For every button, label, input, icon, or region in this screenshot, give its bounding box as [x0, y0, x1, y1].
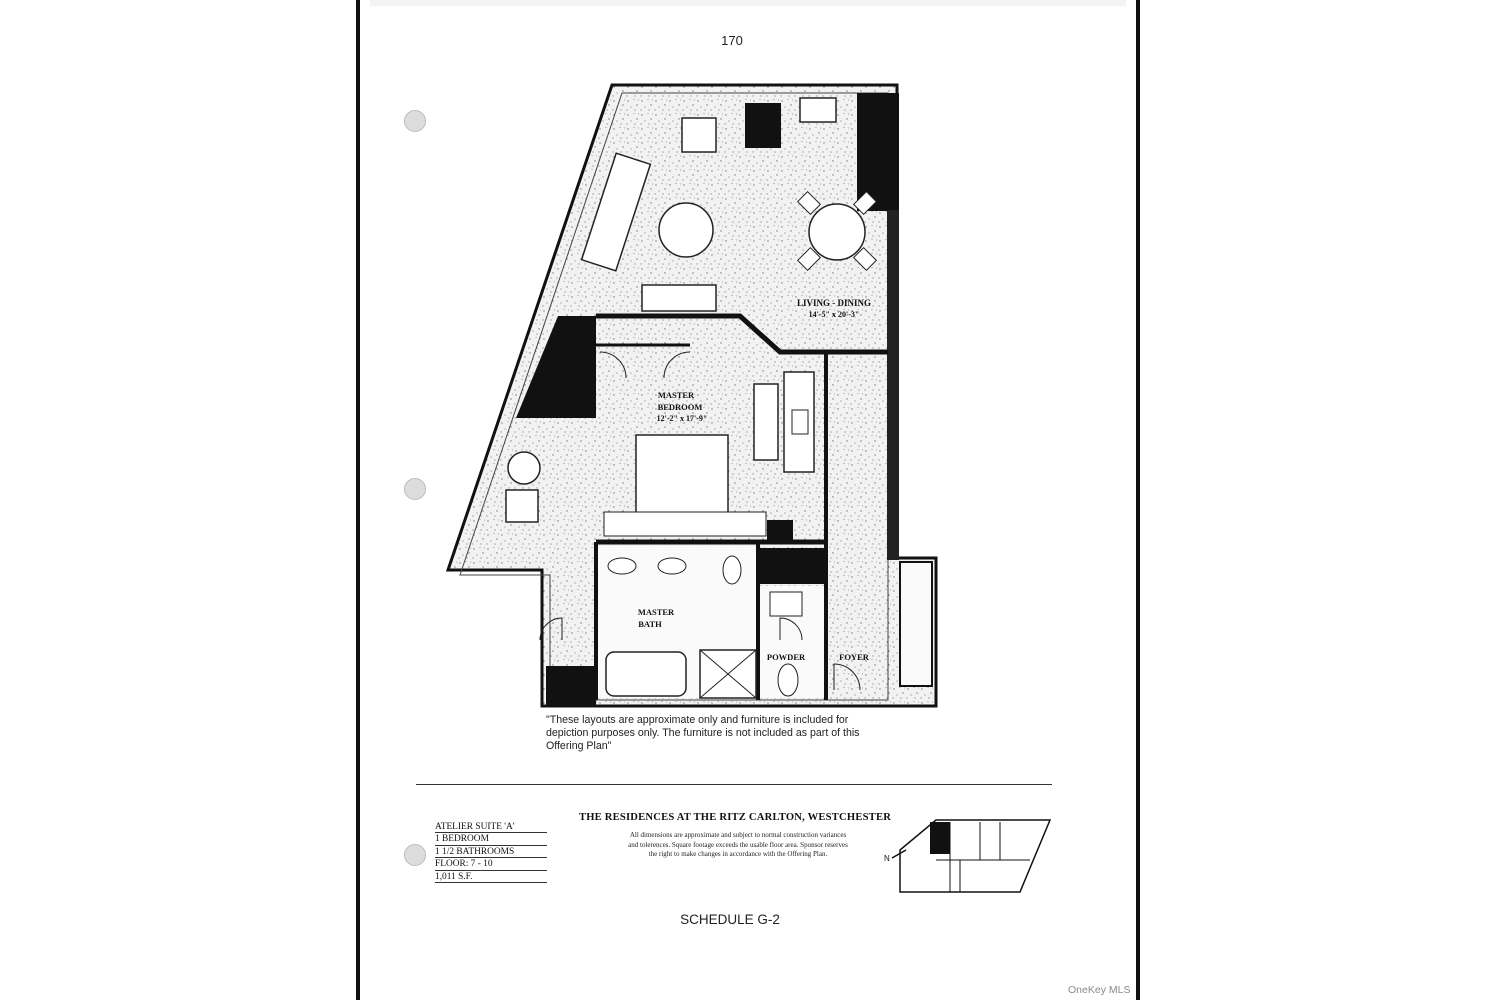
- disclaimer: "These layouts are approximate only and …: [546, 714, 860, 752]
- dining-chair: [796, 190, 822, 216]
- reading-table: [507, 451, 541, 485]
- door-swing: [833, 663, 861, 691]
- punch-hole-bottom: [404, 844, 426, 866]
- partition-living: [596, 313, 888, 355]
- suite-bathrooms: 1 1/2 BATHROOMS: [435, 846, 547, 859]
- legend-title: THE RESIDENCES AT THE RITZ CARLTON, WEST…: [578, 812, 892, 823]
- legend-note: and tolerences. Square footage exceeds t…: [628, 840, 848, 849]
- key-plan: N: [884, 819, 1052, 893]
- schedule-label: SCHEDULE G-2: [680, 912, 780, 927]
- powder-sink: [769, 591, 803, 617]
- bath-label-1: MASTER: [638, 607, 675, 617]
- legend-notes: All dimensions are approximate and subje…: [588, 831, 888, 860]
- reading-chair: [505, 489, 539, 523]
- dining-chair: [852, 246, 878, 272]
- dining-table: [808, 203, 866, 261]
- wall-mass-left: [516, 316, 596, 418]
- punch-hole-top: [404, 110, 426, 132]
- foyer-closet: [899, 561, 933, 687]
- toilet-powder: [777, 663, 799, 697]
- bathtub: [605, 651, 687, 697]
- bath-label-2: BATH: [638, 619, 662, 629]
- wall-mass-bottom: [546, 666, 596, 706]
- door-swing: [539, 617, 563, 641]
- media-console: [641, 284, 717, 312]
- toilet-master: [722, 555, 742, 585]
- scan-edge: [370, 0, 1126, 6]
- suite-floor: FLOOR: 7 - 10: [435, 858, 547, 871]
- dresser: [753, 383, 779, 461]
- divider: [416, 784, 1052, 785]
- foyer-label: FOYER: [839, 652, 870, 662]
- door-swing: [663, 351, 691, 379]
- kitchen-sink: [791, 409, 809, 435]
- dining-chair: [796, 246, 822, 272]
- punch-hole-middle: [404, 478, 426, 500]
- floor-plan: LIVING - DINING 14'-5" x 20'-3" MASTER B…: [445, 83, 1052, 893]
- armchair: [681, 117, 717, 153]
- document-page: 170: [356, 0, 1140, 1000]
- mls-watermark: OneKey MLS: [1068, 984, 1131, 996]
- north-arrow-icon: [891, 849, 907, 859]
- suite-area: 1,011 S.F.: [435, 871, 547, 883]
- suite-name: ATELIER SUITE 'A': [435, 821, 547, 834]
- vanity-sink-right: [657, 557, 687, 575]
- bedroom-dims: 12'-2" x 17'-9": [657, 414, 708, 423]
- legend-note: All dimensions are approximate and subje…: [629, 831, 847, 839]
- page-number: 170: [721, 33, 743, 48]
- bedroom-label-2: BEDROOM: [658, 402, 703, 412]
- shaft-top: [745, 103, 781, 148]
- wall-mass-right: [857, 93, 899, 211]
- shaft-mid: [767, 520, 793, 542]
- side-table: [799, 97, 837, 123]
- powder-label: POWDER: [767, 652, 806, 662]
- bench: [603, 511, 767, 537]
- sofa: [580, 152, 652, 272]
- living-label: LIVING - DINING: [797, 298, 871, 308]
- vanity-sink-left: [607, 557, 637, 575]
- door-swing: [779, 617, 803, 641]
- coffee-table: [658, 202, 714, 258]
- living-dims: 14'-5" x 20'-3": [809, 310, 860, 319]
- suite-info-table: ATELIER SUITE 'A' 1 BEDROOM 1 1/2 BATHRO…: [435, 821, 547, 883]
- bedroom-label-1: MASTER: [658, 390, 695, 400]
- north-label: N: [884, 854, 890, 863]
- wall-column-right: [887, 210, 899, 560]
- suite-bedrooms: 1 BEDROOM: [435, 833, 547, 846]
- door-swing: [599, 351, 627, 379]
- dining-chair: [852, 190, 878, 216]
- legend-note: the right to make changes in accordance …: [648, 850, 828, 859]
- shaft-bath: [758, 548, 826, 584]
